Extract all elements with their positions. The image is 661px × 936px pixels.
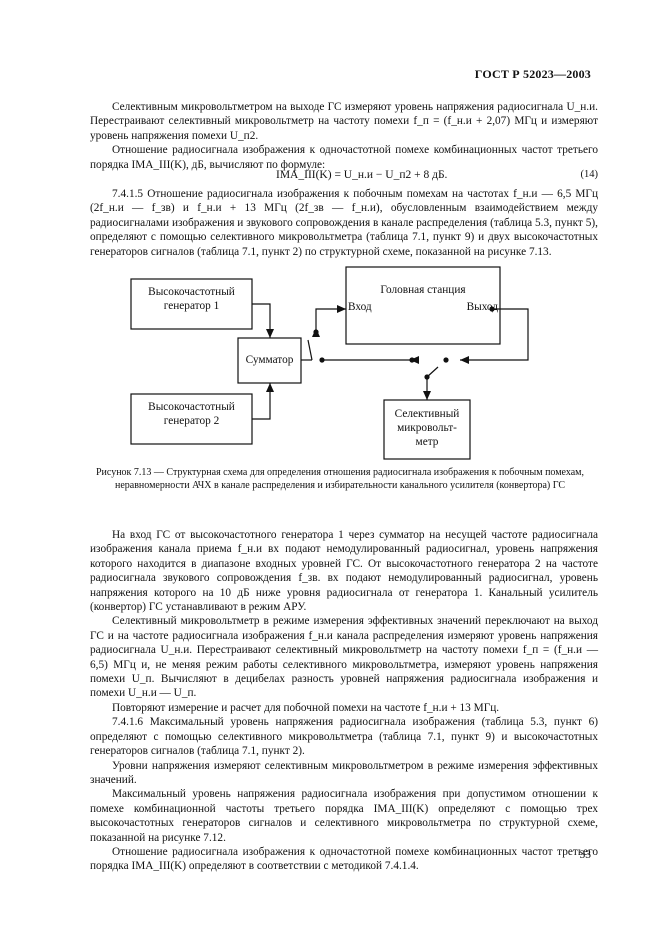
page-number: 33 bbox=[579, 849, 592, 861]
paragraph-7416: 7.4.1.6 Максимальный уровень напряжения … bbox=[90, 716, 598, 758]
summator-label: Сумматор bbox=[245, 354, 294, 366]
top-text-block: Селективным микровольтметром на выходе Г… bbox=[90, 100, 598, 172]
paragraph-ratio-formula-intro: Отношение радиосигнала изображения к одн… bbox=[90, 144, 598, 171]
paragraph-levels-measured: Уровни напряжения измеряют селективным м… bbox=[90, 759, 598, 786]
paragraph-7415: 7.4.1.5 Отношение радиосигнала изображен… bbox=[90, 188, 598, 258]
paragraph-setup: На вход ГС от высокочастотного генератор… bbox=[90, 529, 598, 614]
paragraph-measurement: Селективный микровольтметр в режиме изме… bbox=[90, 615, 598, 700]
paragraph-max-level: Максимальный уровень напряжения радиосиг… bbox=[90, 788, 598, 844]
standard-header: ГОСТ Р 52023—2003 bbox=[474, 67, 591, 81]
equation-text: IMA_III(K) = U_н.и − U_п2 + 8 дБ. bbox=[276, 169, 448, 181]
section-7415-block: 7.4.1.5 Отношение радиосигнала изображен… bbox=[90, 187, 598, 259]
station-output-label: Выход bbox=[466, 301, 498, 313]
equation-number: (14) bbox=[580, 169, 599, 180]
link-gen2-summator bbox=[252, 383, 271, 420]
figure-caption: Рисунок 7.13 — Структурная схема для опр… bbox=[95, 467, 584, 491]
generator-1-label: Высокочастотный генератор 1 bbox=[148, 286, 235, 312]
station-input-label: Вход bbox=[348, 301, 372, 313]
generator-2-label: Высокочастотный генератор 2 bbox=[148, 401, 235, 427]
paragraph-repeat: Повторяют измерение и расчет для побочно… bbox=[112, 701, 500, 714]
paragraph-method-ref: Отношение радиосигнала изображения к одн… bbox=[90, 845, 598, 873]
bottom-text-block: На вход ГС от высокочастотного генератор… bbox=[90, 528, 598, 874]
head-station-box bbox=[345, 266, 501, 345]
link-gen1-summator bbox=[252, 303, 271, 338]
link-to-station-input bbox=[315, 308, 346, 332]
station-label: Головная станция bbox=[380, 284, 466, 296]
paragraph-measure-level: Селективным микровольтметром на выходе Г… bbox=[90, 101, 598, 142]
meter-label: Селективный микровольт-метр bbox=[394, 408, 460, 448]
link-station-output bbox=[460, 308, 529, 361]
